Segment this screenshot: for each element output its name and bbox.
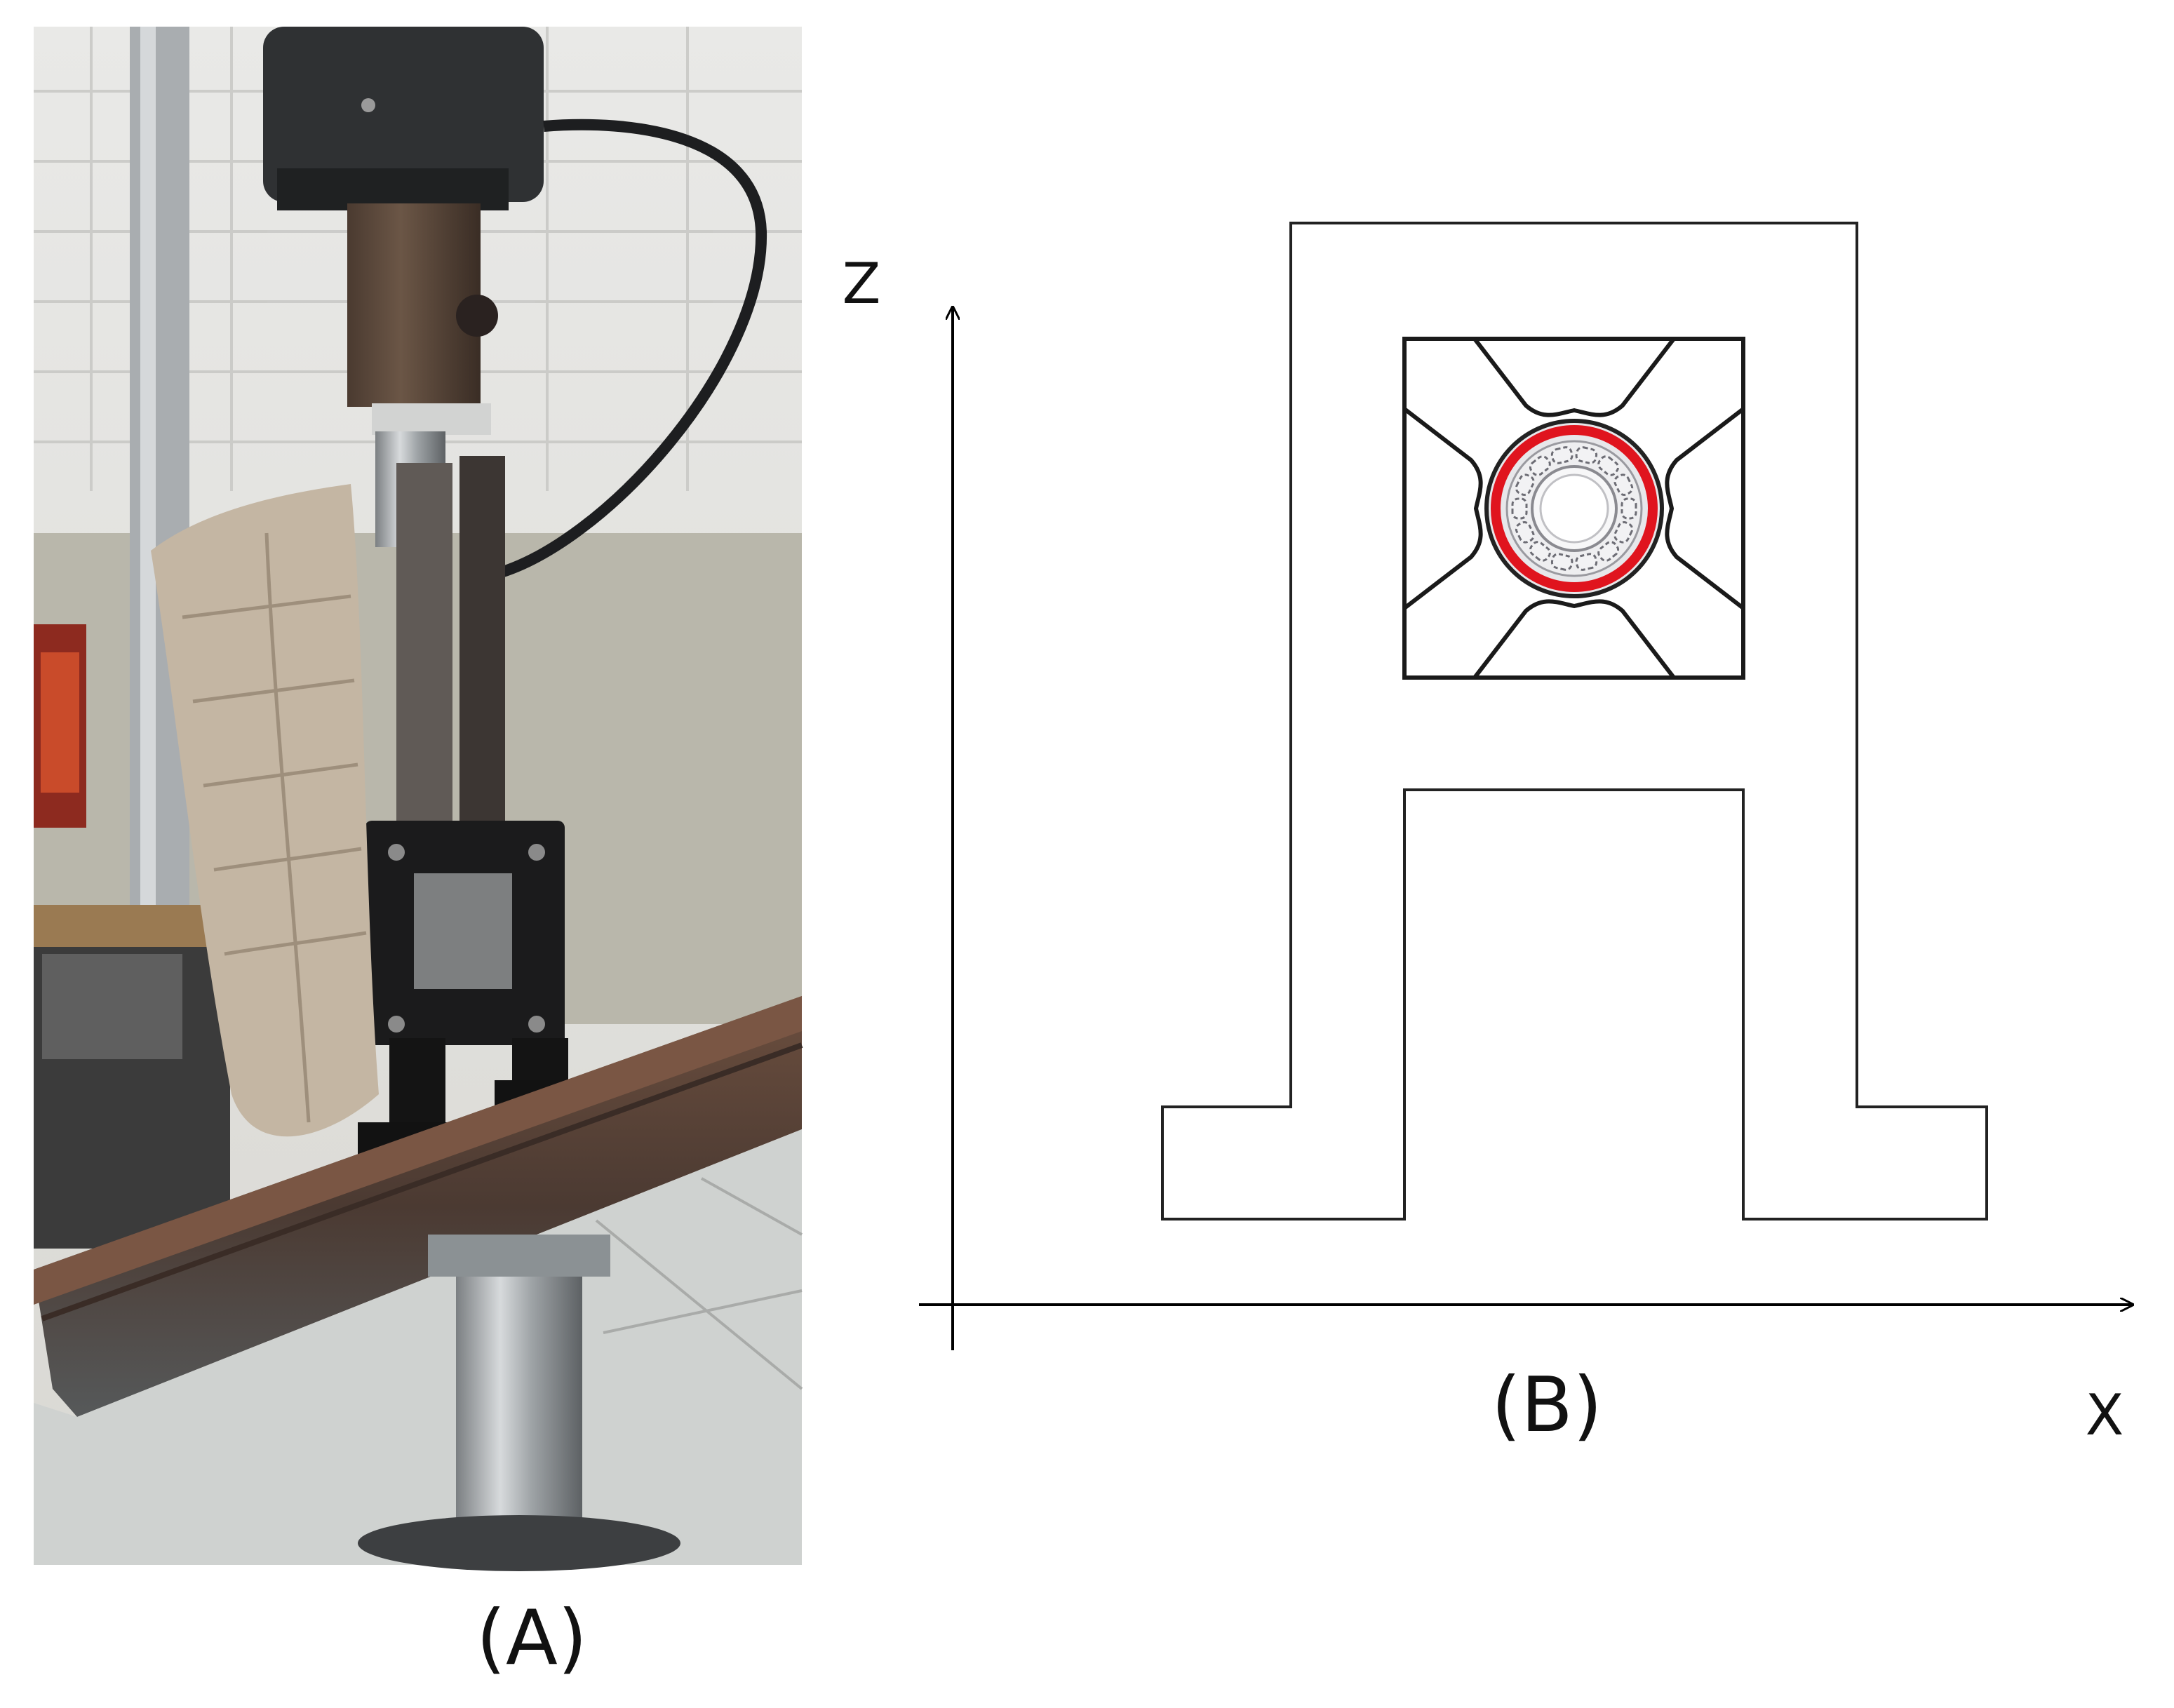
panel-a-label: (A) (476, 1594, 587, 1682)
z-axis-label: Z (843, 251, 881, 316)
schematic-diagram: Z X (B) (843, 222, 2133, 1449)
test-rig-photo (34, 27, 803, 1571)
bearing-roller (1511, 497, 1528, 520)
bearing-roller (1550, 446, 1574, 464)
bearing-rollers (1511, 446, 1637, 571)
bearing-outer-ring (1491, 425, 1658, 592)
bearing-roller (1621, 497, 1637, 520)
panel-b-label: (B) (1491, 1361, 1602, 1449)
bearing-roller (1597, 541, 1620, 562)
bearing-roller (1529, 455, 1551, 476)
bearing-roller (1613, 521, 1634, 544)
bearing-roller (1550, 553, 1574, 571)
bearing (1484, 419, 1664, 598)
bearing-roller (1529, 541, 1551, 562)
bearing-roller (1575, 553, 1598, 571)
bearing-roller (1575, 446, 1598, 464)
bearing-roller (1613, 473, 1634, 496)
bearing-roller (1597, 455, 1620, 476)
x-axis-label: X (2086, 1383, 2124, 1448)
fixture-outline (1161, 222, 1988, 1221)
bearing-roller (1515, 473, 1535, 496)
bearing-roller (1515, 521, 1535, 544)
